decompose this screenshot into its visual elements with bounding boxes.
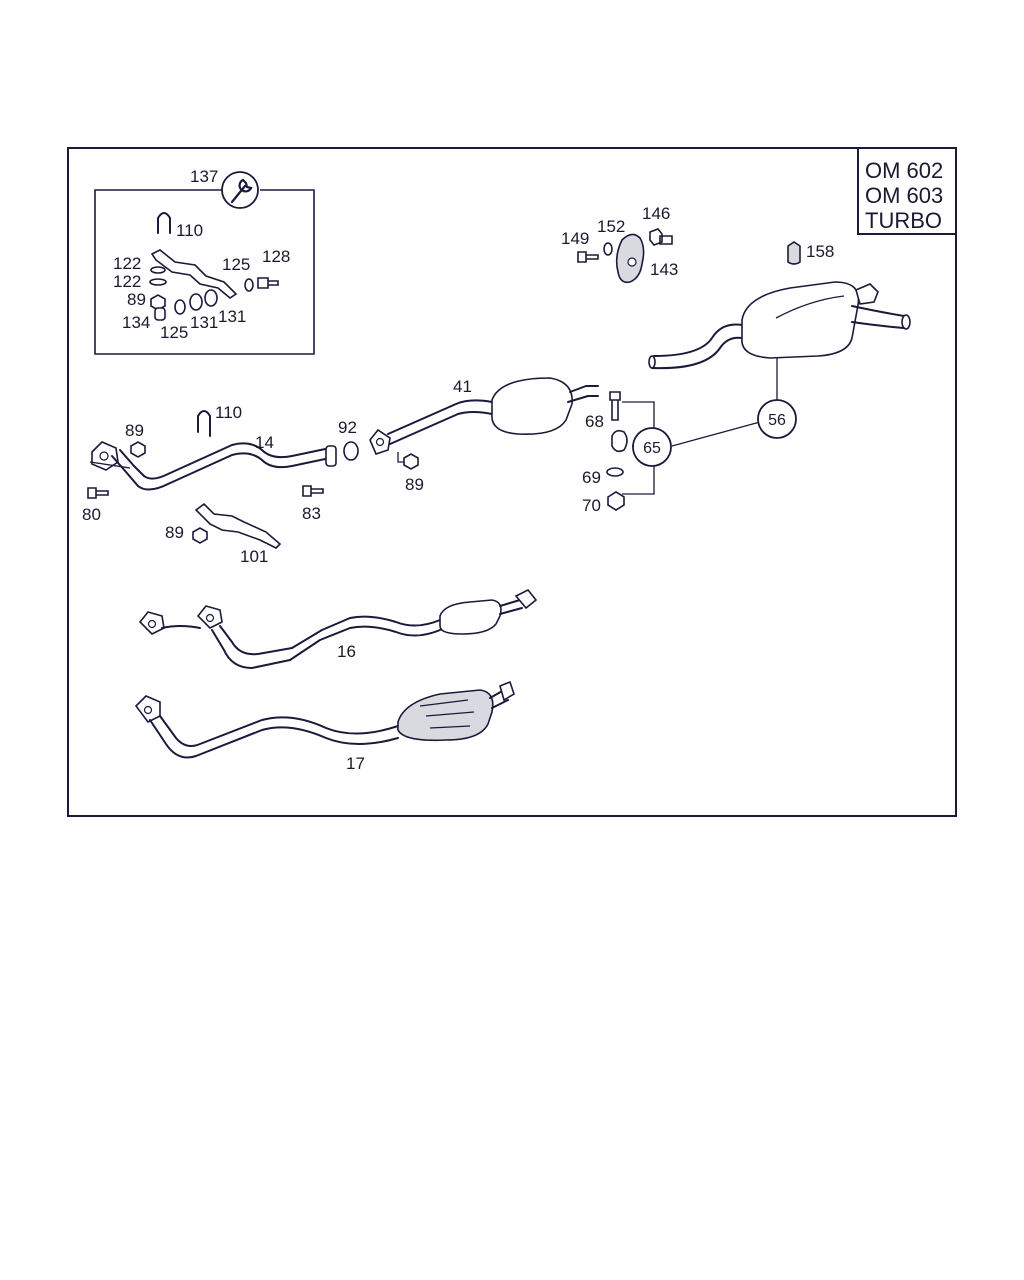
rubber-part: [204, 289, 218, 307]
clamp-part: [611, 429, 628, 453]
washer-part: [603, 242, 613, 256]
engine-line-2: OM 603: [865, 183, 943, 208]
label-101: 101: [240, 547, 268, 566]
front-pipe-variant-16: 16: [138, 588, 538, 669]
nut-part: [130, 441, 146, 458]
callout-56: 56: [757, 399, 797, 439]
repair-kit-box: 137 110 122 122 89 134 125 131 131 125 1…: [94, 167, 315, 355]
kit-ref-label: 137: [190, 167, 218, 186]
washer-part: [149, 278, 167, 286]
nut-part: [607, 491, 625, 511]
middle-silencer-assembly: 41 89 68 69 70 65 56: [369, 358, 797, 515]
bracket-part: [150, 249, 238, 299]
label-16: 16: [337, 642, 356, 661]
u-bolt-part: [197, 410, 211, 437]
washer-part: [150, 266, 166, 274]
bolt-part: [87, 487, 109, 499]
label-89b: 89: [165, 523, 184, 542]
label-17: 17: [346, 754, 365, 773]
engine-designation-box: OM 602 OM 603 TURBO: [857, 148, 956, 235]
washer-part: [244, 278, 254, 292]
kit-label-128: 128: [262, 247, 290, 266]
label-14: 14: [255, 433, 274, 452]
bolt-part: [577, 251, 599, 263]
kit-label-131a: 131: [190, 313, 218, 332]
diagram-frame: [67, 147, 957, 817]
label-92: 92: [338, 418, 357, 437]
label-89c: 89: [405, 475, 424, 494]
bracket-part: [194, 502, 282, 549]
engine-line-3: TURBO: [865, 208, 942, 233]
mount-label-158: 158: [806, 242, 834, 261]
stud-part: [649, 228, 673, 246]
wrench-icon: [221, 171, 259, 209]
nut-part: [154, 307, 166, 321]
callout-65: 65: [632, 427, 672, 467]
u-bolt-part: [157, 212, 171, 234]
kit-label-122a: 122: [113, 254, 141, 273]
bolt-part: [257, 277, 279, 289]
label-110: 110: [215, 403, 242, 422]
label-83: 83: [302, 504, 321, 523]
mount-label-152: 152: [597, 217, 625, 236]
rear-silencer: [648, 281, 911, 370]
nut-part: [150, 294, 166, 311]
mount-label-143: 143: [650, 260, 678, 279]
rear-mount-group: 149 152 146 143 158: [561, 204, 834, 284]
kit-label-125a: 125: [222, 255, 250, 274]
kit-label-122b: 122: [113, 272, 141, 291]
label-69: 69: [582, 468, 601, 487]
kit-label-125b: 125: [160, 323, 188, 342]
label-70: 70: [582, 496, 601, 515]
engine-line-1: OM 602: [865, 158, 943, 183]
label-80: 80: [82, 505, 101, 524]
nut-part: [192, 527, 208, 544]
callout-56-label: 56: [768, 412, 786, 429]
label-68: 68: [585, 412, 604, 431]
kit-label-131b: 131: [218, 307, 246, 326]
buffer-part: [787, 241, 801, 265]
mount-label-146: 146: [642, 204, 670, 223]
washer-part: [606, 467, 624, 477]
label-41: 41: [453, 377, 472, 396]
kit-label-89: 89: [127, 290, 146, 309]
label-89a: 89: [125, 421, 144, 440]
callout-65-label: 65: [643, 440, 661, 457]
mount-label-149: 149: [561, 229, 589, 248]
bolt-part: [302, 485, 324, 497]
nut-part: [403, 453, 419, 470]
kit-label-110: 110: [176, 221, 203, 240]
sleeve-part: [174, 299, 186, 315]
bolt-part: [609, 391, 621, 421]
seal-ring-part: [343, 441, 359, 461]
front-pipe-assembly: 89 110 14 92 80 83 89 101: [82, 403, 359, 566]
kit-label-134: 134: [122, 313, 150, 332]
front-pipe-variant-17: 17: [134, 680, 515, 773]
rubber-part: [189, 293, 203, 311]
